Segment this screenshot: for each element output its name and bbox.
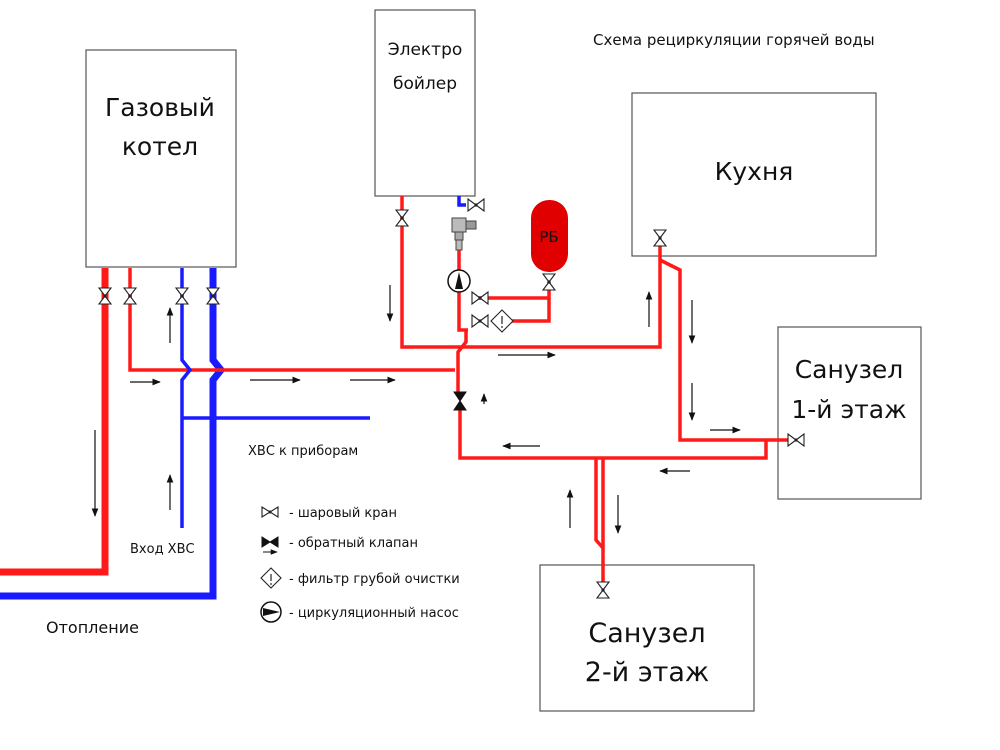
ball-valve-icon bbox=[471, 290, 489, 306]
legend: - шаровый кран - обратный клапан - фильт… bbox=[260, 506, 460, 623]
diagram-title: Схема рециркуляции горячей воды bbox=[593, 31, 875, 49]
ball-valve-icon bbox=[467, 197, 485, 213]
ball-valve-icon bbox=[205, 287, 221, 305]
circulation-pump-icon bbox=[447, 269, 471, 293]
legend-item-check-valve: - обратный клапан bbox=[289, 536, 418, 551]
junction-pipe bbox=[456, 330, 468, 392]
ball-valves bbox=[97, 197, 805, 599]
legend-ball-valve-icon bbox=[261, 506, 279, 518]
cold-water-to-devices-label: ХВС к приборам bbox=[248, 444, 358, 459]
ball-valve-icon bbox=[787, 432, 805, 448]
bathroom-2-label-1: Санузел bbox=[588, 618, 705, 649]
bathroom-floor-1: Санузел 1-й этаж bbox=[777, 326, 922, 500]
expansion-loop-pipe bbox=[512, 298, 551, 323]
ball-valve-icon bbox=[174, 287, 190, 305]
gas-boiler-label-1: Газовый bbox=[105, 93, 215, 122]
gas-boiler-label-2: котел bbox=[122, 132, 198, 161]
bathroom-floor-2: Санузел 2-й этаж bbox=[539, 564, 755, 712]
legend-circulation-pump-icon bbox=[260, 601, 282, 623]
legend-item-circulation-pump: - циркуляционный насос bbox=[289, 606, 459, 621]
ball-valve-icon bbox=[122, 287, 138, 305]
ball-valve-icon bbox=[595, 581, 611, 599]
electric-boiler-outlet-pipe bbox=[400, 196, 455, 349]
return-loop-pipe bbox=[458, 410, 603, 460]
ball-valve-icon bbox=[394, 209, 410, 227]
expansion-tank-label: РБ bbox=[539, 228, 558, 246]
bathroom-2-label-2: 2-й этаж bbox=[585, 657, 709, 688]
bathroom-1-label-1: Санузел bbox=[795, 355, 904, 384]
supply-to-kitchen-pipe bbox=[455, 246, 662, 349]
electric-boiler: Электро бойлер bbox=[374, 9, 476, 197]
flow-arrows bbox=[91, 285, 741, 534]
legend-item-ball-valve: - шаровый кран bbox=[289, 506, 397, 521]
ball-valve-icon bbox=[97, 287, 113, 305]
safety-valve-icon bbox=[451, 217, 477, 251]
coarse-filter-icon bbox=[490, 309, 514, 333]
cold-water-inlet-label: Вход ХВС bbox=[130, 542, 195, 557]
expansion-tank: РБ bbox=[531, 200, 568, 272]
kitchen-label: Кухня bbox=[715, 157, 794, 186]
electric-boiler-label-2: бойлер bbox=[393, 74, 457, 94]
heating-return-pipe bbox=[0, 268, 226, 600]
bathroom-1-label-2: 1-й этаж bbox=[791, 395, 906, 424]
heating-supply-pipe bbox=[0, 268, 109, 576]
heating-label: Отопление bbox=[46, 618, 139, 637]
ball-valve-icon bbox=[541, 273, 557, 291]
cold-water-inlet-pipe bbox=[180, 268, 193, 528]
kitchen: Кухня bbox=[631, 92, 877, 257]
bath2-return-pipe bbox=[594, 458, 605, 550]
electric-boiler-label-1: Электро bbox=[388, 40, 463, 60]
check-valve-icon bbox=[453, 391, 467, 411]
ball-valve-icon bbox=[652, 229, 668, 247]
electric-boiler-cold-pipe bbox=[457, 196, 466, 207]
kitchen-to-bath1-pipe bbox=[659, 258, 790, 442]
bath1-return-pipe bbox=[603, 440, 768, 460]
gas-boiler: Газовый котел bbox=[85, 49, 237, 268]
legend-item-coarse-filter: - фильтр грубой очистки bbox=[289, 572, 460, 587]
legend-coarse-filter-icon bbox=[260, 567, 282, 589]
dhw-from-gas-boiler-pipe bbox=[128, 268, 455, 372]
legend-check-valve-icon bbox=[261, 536, 279, 555]
ball-valve-icon bbox=[471, 313, 489, 329]
